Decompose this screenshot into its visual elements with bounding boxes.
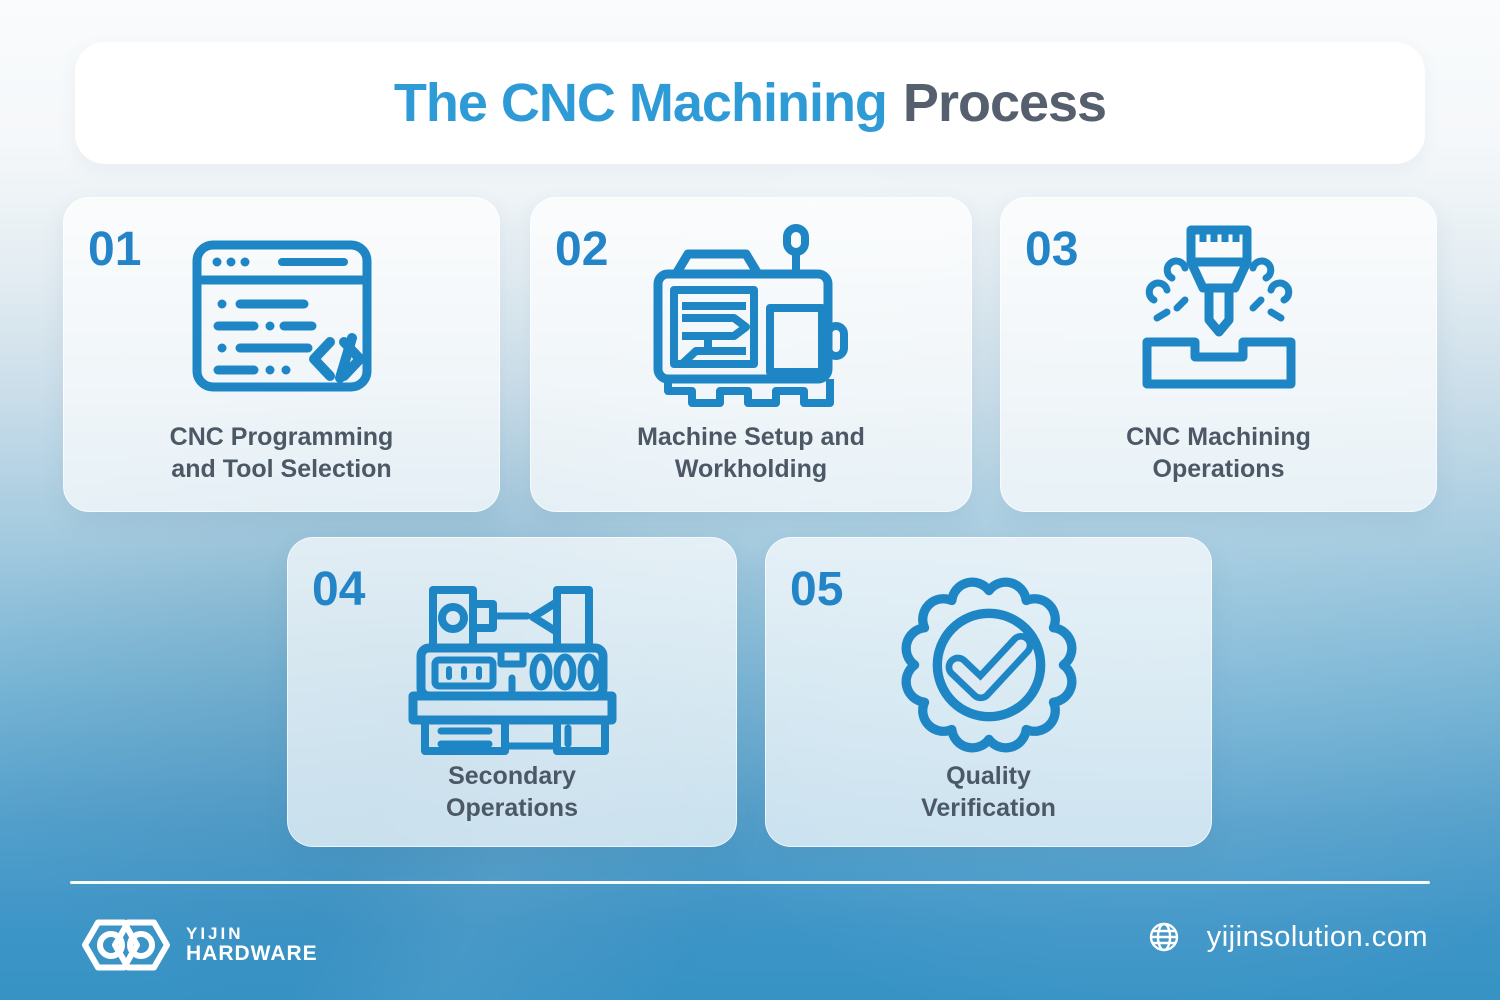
website-url[interactable]: yijinsolution.com bbox=[1206, 920, 1428, 953]
quality-badge-icon bbox=[901, 577, 1076, 753]
footer-website: yijinsolution.com bbox=[1147, 920, 1428, 954]
step-label-line: Operations bbox=[446, 794, 578, 822]
step-label-line: Operations bbox=[1152, 455, 1285, 483]
step-card-5: 05 Quality Verification bbox=[765, 537, 1212, 847]
step-label-line: Verification bbox=[921, 794, 1056, 822]
step-label-line: Workholding bbox=[674, 455, 828, 483]
step-number: 03 bbox=[1025, 223, 1079, 276]
step-label: CNC Programming and Tool Selection bbox=[64, 421, 499, 485]
brand-name-line1: YIJIN bbox=[186, 924, 244, 944]
page-title-highlight: The CNC Machining bbox=[393, 73, 888, 133]
step-number: 02 bbox=[555, 223, 609, 276]
machine-setup-icon bbox=[653, 224, 848, 407]
step-label-line: Secondary bbox=[448, 762, 576, 790]
step-card-3: 03 CNC Machining bbox=[1000, 197, 1437, 512]
step-card-4: 04 bbox=[287, 537, 737, 847]
step-label-line: CNC Machining bbox=[1126, 423, 1311, 451]
footer-divider bbox=[70, 881, 1430, 884]
step-label: Quality Verification bbox=[766, 760, 1211, 824]
brand-logo: YIJIN HARDWARE bbox=[80, 912, 318, 978]
step-label: Secondary Operations bbox=[288, 760, 736, 824]
lathe-machine-icon bbox=[408, 586, 616, 755]
step-card-2: 02 Machine Setup and Workholding bbox=[530, 197, 972, 512]
milling-tool-icon bbox=[1142, 225, 1295, 389]
step-number: 04 bbox=[312, 563, 366, 616]
step-label-line: Machine Setup and bbox=[637, 423, 865, 451]
code-window-icon bbox=[192, 240, 371, 392]
brand-name-line2: HARDWARE bbox=[186, 941, 318, 965]
globe-icon bbox=[1149, 922, 1178, 952]
step-label: Machine Setup and Workholding bbox=[531, 421, 971, 485]
step-label-line: Quality bbox=[946, 762, 1031, 790]
step-number: 05 bbox=[790, 563, 844, 616]
step-label-line: and Tool Selection bbox=[171, 455, 392, 483]
step-label-line: CNC Programming bbox=[169, 423, 394, 451]
yijin-hardware-logo-icon bbox=[82, 919, 170, 971]
page-title-rest: Process bbox=[902, 73, 1107, 133]
step-number: 01 bbox=[88, 223, 142, 276]
step-label: CNC Machining Operations bbox=[1001, 421, 1436, 485]
title-banner: The CNC Machining Process bbox=[75, 42, 1425, 164]
step-card-1: 01 CNC Programming and Tool Selection bbox=[63, 197, 500, 512]
